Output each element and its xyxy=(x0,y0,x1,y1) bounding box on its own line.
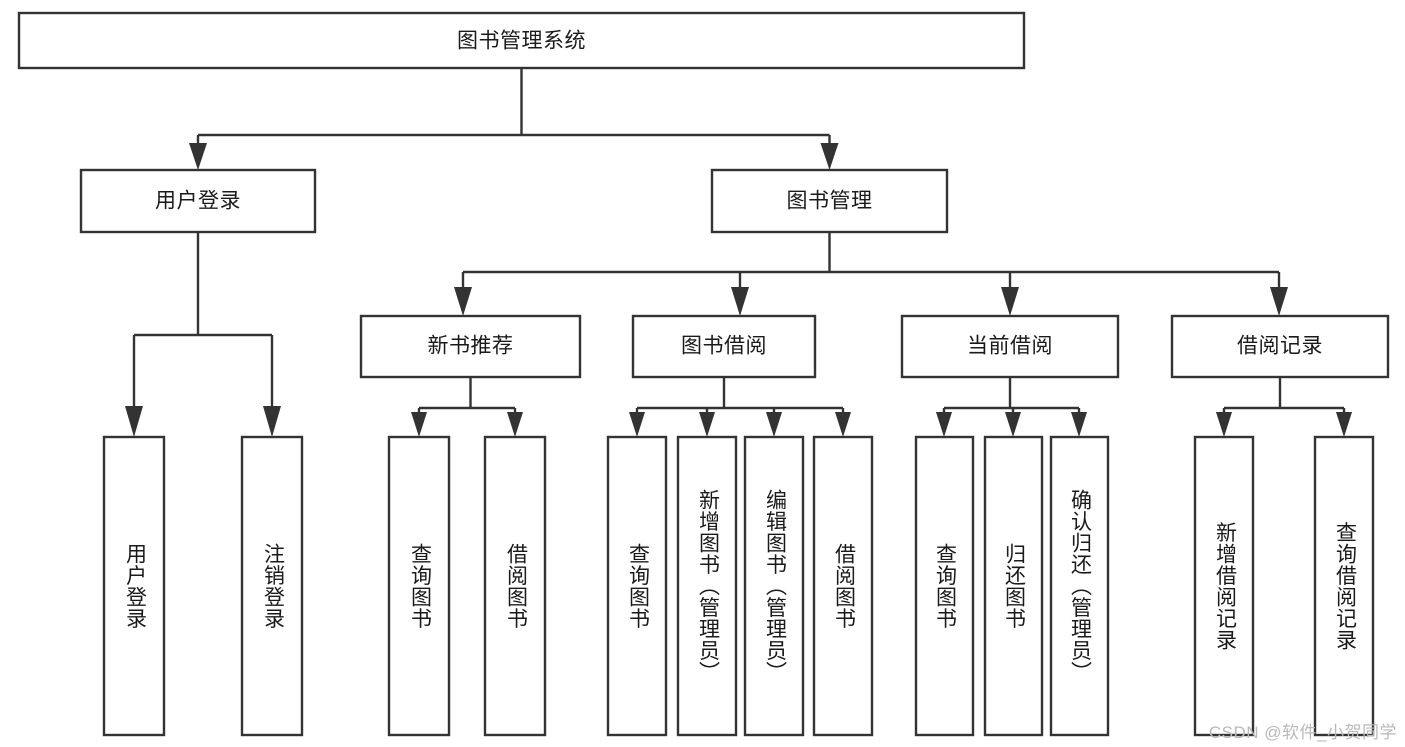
node-leaf-query-book-recommend[interactable]: 查询图书 xyxy=(387,435,451,737)
arrow-head-leaf-return-book xyxy=(1005,412,1021,437)
node-current-borrow[interactable]: 当前借阅 xyxy=(900,314,1120,379)
node-leaf-confirm-return-admin-box[interactable] xyxy=(1049,435,1110,737)
arrow-head-new-book-recommend xyxy=(454,287,472,316)
node-leaf-logout[interactable]: 注销登录 xyxy=(240,435,304,737)
node-borrow-records-box[interactable] xyxy=(1170,314,1390,379)
node-leaf-query-book-current[interactable]: 查询图书 xyxy=(914,435,975,737)
connector-layer xyxy=(125,68,1352,437)
node-leaf-query-book-recommend-box[interactable] xyxy=(387,435,451,737)
node-leaf-user-login-box[interactable] xyxy=(102,435,166,737)
node-leaf-borrow-book-box[interactable] xyxy=(812,435,874,737)
node-leaf-edit-book-admin-box[interactable] xyxy=(743,435,805,737)
node-book-management-box[interactable] xyxy=(710,168,949,234)
arrow-head-current-borrow xyxy=(1001,287,1019,316)
arrow-head-leaf-user-login xyxy=(125,406,143,437)
node-leaf-user-login-label: 用户登录 xyxy=(123,543,147,629)
node-book-borrow[interactable]: 图书借阅 xyxy=(631,314,817,379)
node-leaf-borrow-book-recommend[interactable]: 借阅图书 xyxy=(483,435,547,737)
arrow-head-leaf-add-borrow-record xyxy=(1216,412,1232,437)
arrow-head-leaf-query-book-borrow xyxy=(629,412,645,437)
node-leaf-edit-book-admin[interactable]: 编辑图书（管理员） xyxy=(743,435,805,737)
node-leaf-query-book-borrow[interactable]: 查询图书 xyxy=(606,435,668,737)
node-leaf-confirm-return-admin[interactable]: 确认归还（管理员） xyxy=(1049,435,1110,737)
arrow-head-leaf-edit-book-admin xyxy=(766,412,782,437)
node-book-borrow-box[interactable] xyxy=(631,314,817,379)
node-new-book-recommend-label: 新书推荐 xyxy=(428,335,514,358)
node-leaf-add-book-admin-box[interactable] xyxy=(676,435,738,737)
arrow-head-leaf-logout xyxy=(263,406,281,437)
node-leaf-query-book-borrow-box[interactable] xyxy=(606,435,668,737)
node-user-login-label: 用户登录 xyxy=(155,190,241,213)
arrow-head-leaf-query-borrow-record xyxy=(1336,412,1352,437)
arrow-head-leaf-borrow-book xyxy=(835,412,851,437)
node-current-borrow-label: 当前借阅 xyxy=(967,335,1053,358)
node-leaf-logout-box[interactable] xyxy=(240,435,304,737)
node-leaf-borrow-book-label: 借阅图书 xyxy=(832,543,856,629)
arrow-head-book-borrow xyxy=(731,287,749,316)
node-new-book-recommend[interactable]: 新书推荐 xyxy=(359,314,582,379)
arrow-head-leaf-query-book-recommend xyxy=(411,412,427,437)
node-leaf-query-book-current-label: 查询图书 xyxy=(933,543,957,629)
node-leaf-edit-book-admin-label: 编辑图书（管理员） xyxy=(763,489,787,683)
node-book-borrow-label: 图书借阅 xyxy=(681,335,767,358)
node-leaf-borrow-book[interactable]: 借阅图书 xyxy=(812,435,874,737)
node-leaf-add-borrow-record-box[interactable] xyxy=(1193,435,1255,737)
node-leaf-query-book-recommend-label: 查询图书 xyxy=(408,543,432,629)
node-borrow-records-label: 借阅记录 xyxy=(1237,335,1323,358)
node-root-label: 图书管理系统 xyxy=(457,30,586,53)
node-user-login[interactable]: 用户登录 xyxy=(79,168,317,234)
node-root[interactable]: 图书管理系统 xyxy=(17,11,1026,70)
node-leaf-add-borrow-record[interactable]: 新增借阅记录 xyxy=(1193,435,1255,737)
node-leaf-borrow-book-recommend-label: 借阅图书 xyxy=(504,543,528,629)
arrow-head-leaf-confirm-return-admin xyxy=(1071,412,1087,437)
node-leaf-user-login[interactable]: 用户登录 xyxy=(102,435,166,737)
node-leaf-add-borrow-record-label: 新增借阅记录 xyxy=(1213,522,1237,651)
node-leaf-return-book[interactable]: 归还图书 xyxy=(983,435,1044,737)
arrow-head-leaf-add-book-admin xyxy=(699,412,715,437)
node-book-management-label: 图书管理 xyxy=(787,190,873,213)
node-borrow-records[interactable]: 借阅记录 xyxy=(1170,314,1390,379)
node-leaf-query-book-borrow-label: 查询图书 xyxy=(626,543,650,629)
node-leaf-query-borrow-record[interactable]: 查询借阅记录 xyxy=(1313,435,1375,737)
node-leaf-confirm-return-admin-label: 确认归还（管理员） xyxy=(1068,489,1092,683)
arrow-head-leaf-borrow-book-recommend xyxy=(507,412,523,437)
node-new-book-recommend-box[interactable] xyxy=(359,314,582,379)
node-book-management[interactable]: 图书管理 xyxy=(710,168,949,234)
node-leaf-logout-label: 注销登录 xyxy=(261,543,285,629)
arrow-head-book-management xyxy=(820,143,839,170)
node-user-login-box[interactable] xyxy=(79,168,317,234)
arrow-head-leaf-query-book-current xyxy=(936,412,952,437)
node-leaf-add-book-admin-label: 新增图书（管理员） xyxy=(696,489,720,683)
arrow-head-user-login xyxy=(189,143,207,170)
node-leaf-add-book-admin[interactable]: 新增图书（管理员） xyxy=(676,435,738,737)
node-leaf-query-book-current-box[interactable] xyxy=(914,435,975,737)
node-leaf-query-borrow-record-label: 查询借阅记录 xyxy=(1333,522,1357,651)
arrow-head-borrow-records xyxy=(1270,287,1288,316)
node-root-box[interactable] xyxy=(17,11,1026,70)
node-leaf-return-book-label: 归还图书 xyxy=(1002,543,1026,629)
node-leaf-return-book-box[interactable] xyxy=(983,435,1044,737)
node-current-borrow-box[interactable] xyxy=(900,314,1120,379)
node-leaf-borrow-book-recommend-box[interactable] xyxy=(483,435,547,737)
node-leaf-query-borrow-record-box[interactable] xyxy=(1313,435,1375,737)
